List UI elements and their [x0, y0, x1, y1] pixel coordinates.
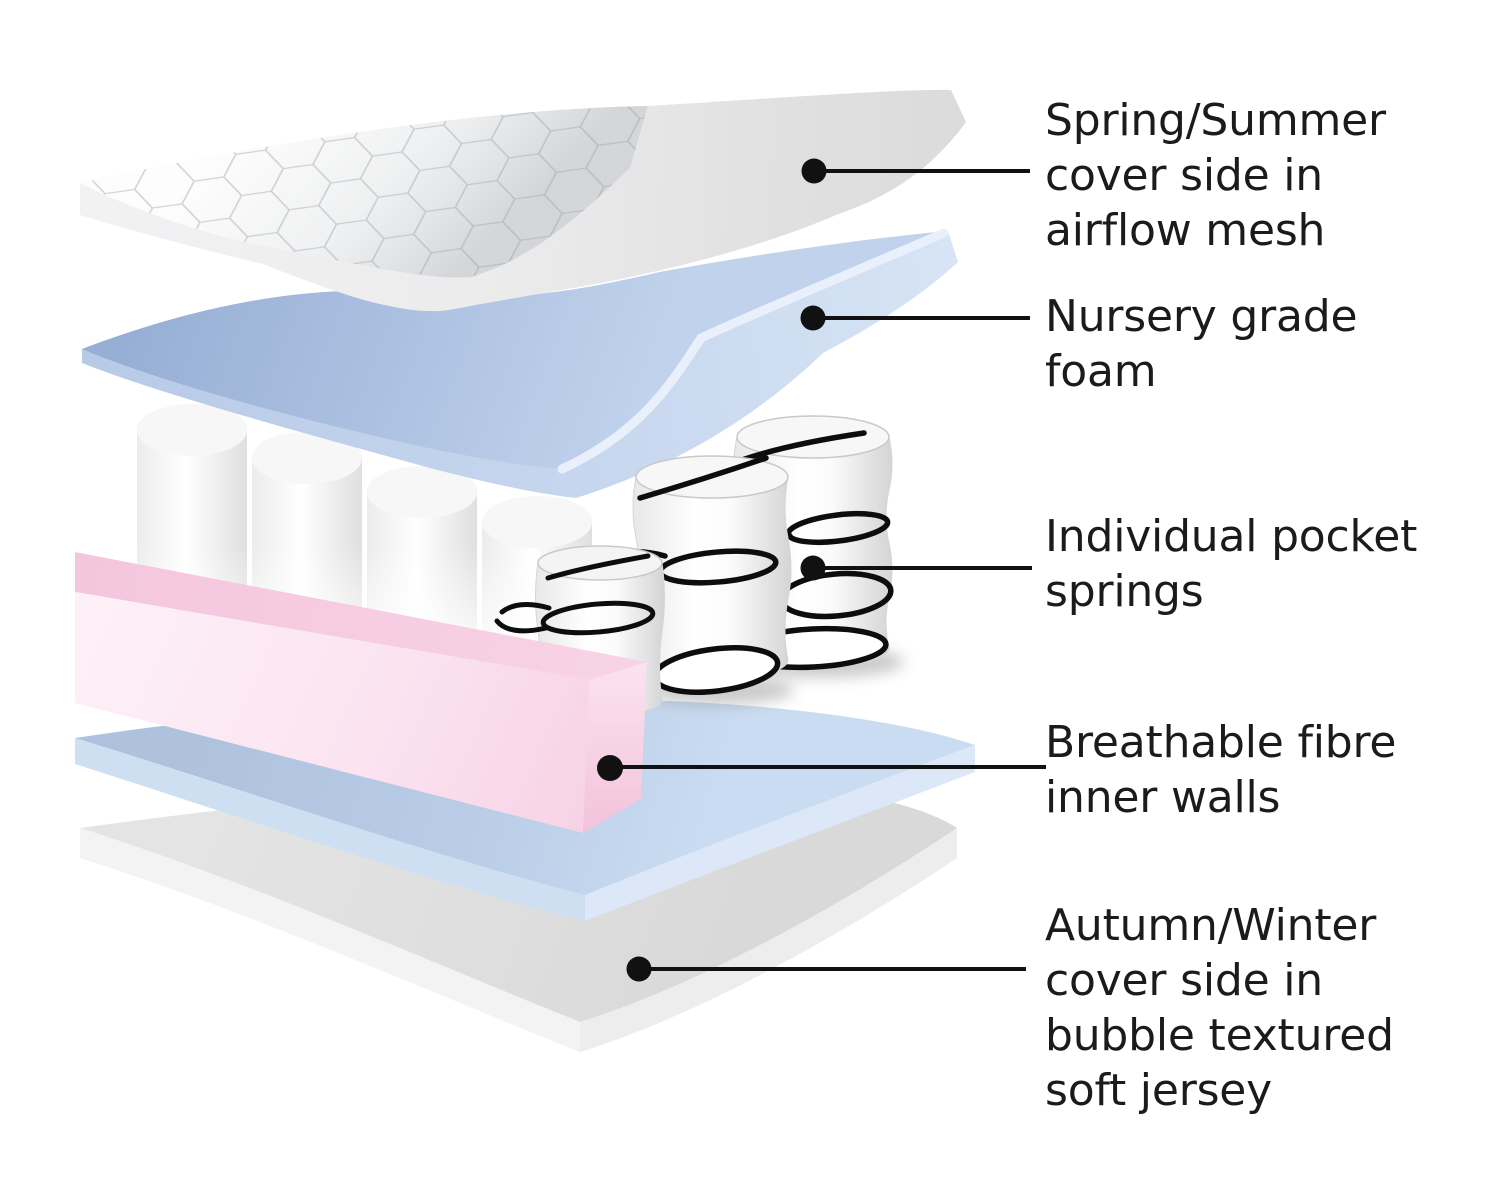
callout-nursery-foam [800, 305, 1030, 331]
callout-autumn-winter-cover [626, 956, 1026, 982]
callouts [597, 158, 1046, 982]
base-front-left-edge [75, 738, 585, 921]
inner-walls-block [75, 552, 647, 833]
spring-coil [494, 553, 656, 636]
label-individual-pocket-springs: Individual pocket springs [1045, 511, 1418, 617]
base-front-right-edge [585, 745, 975, 921]
callout-dot [800, 555, 826, 581]
label-autumn-winter-cover: Autumn/Winter cover side in bubble textu… [1045, 900, 1394, 1116]
callout-pocket-springs [800, 555, 1032, 581]
callout-dot [626, 956, 652, 982]
mesh-shading [80, 106, 648, 278]
wall-front-face [75, 592, 590, 833]
callout-dot [801, 158, 827, 184]
wall-top-face [75, 552, 647, 680]
callout-dot [800, 305, 826, 331]
callout-dot [597, 755, 623, 781]
label-nursery-grade-foam: Nursery grade foam [1045, 291, 1358, 397]
pocket-springs-group [494, 415, 904, 717]
label-spring-summer-cover: Spring/Summer cover side in airflow mesh [1045, 95, 1386, 256]
cover-front-right-edge [580, 828, 957, 1052]
callout-breathable-walls [597, 755, 1046, 781]
label-breathable-fibre-inner-walls: Breathable fibre inner walls [1045, 717, 1397, 823]
wall-right-face [583, 662, 647, 833]
nursery-foam-layer [82, 228, 958, 498]
callout-spring-summer-cover [801, 158, 1030, 184]
cover-front-left-edge [80, 828, 580, 1052]
airflow-mesh-layer [80, 89, 966, 312]
foam-edge-highlight [557, 228, 949, 474]
foam-top-face [82, 231, 948, 469]
pocket-spring-2 [585, 455, 792, 695]
